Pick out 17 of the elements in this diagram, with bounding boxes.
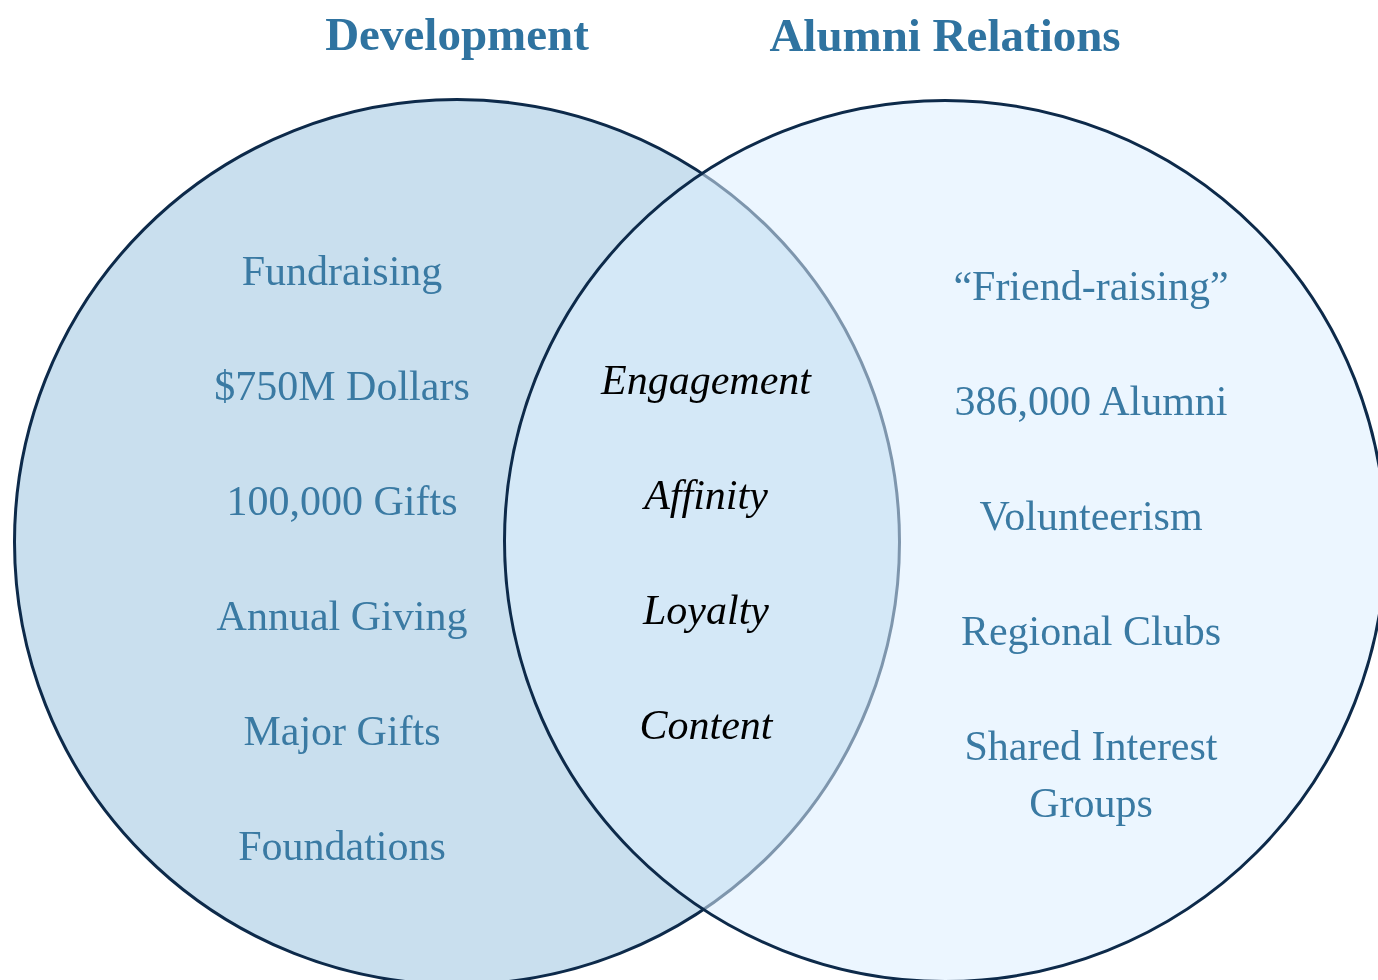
circle-item: Foundations xyxy=(237,822,447,871)
circle-item: 386,000 Alumni xyxy=(953,377,1229,426)
overlap-label: Affinity xyxy=(641,471,769,520)
circle-heading: Alumni Relations xyxy=(769,8,1121,62)
circle-item: 100,000 Gifts xyxy=(225,477,459,526)
overlap-label: Engagement xyxy=(599,356,813,405)
circle-item: Shared Interest Groups xyxy=(963,722,1219,828)
circle-item: $750M Dollars xyxy=(213,362,471,411)
circle-item: Fundraising xyxy=(240,247,444,296)
overlap-label: Content xyxy=(638,701,775,750)
circle-item: Volunteerism xyxy=(978,492,1204,541)
circle-item: Annual Giving xyxy=(215,592,469,641)
circle-item: “Friend-raising” xyxy=(952,262,1230,311)
circle-heading: Development xyxy=(325,7,589,61)
circle-item: Regional Clubs xyxy=(959,607,1223,656)
circle-item: Major Gifts xyxy=(242,707,442,756)
overlap-label: Loyalty xyxy=(641,586,770,635)
